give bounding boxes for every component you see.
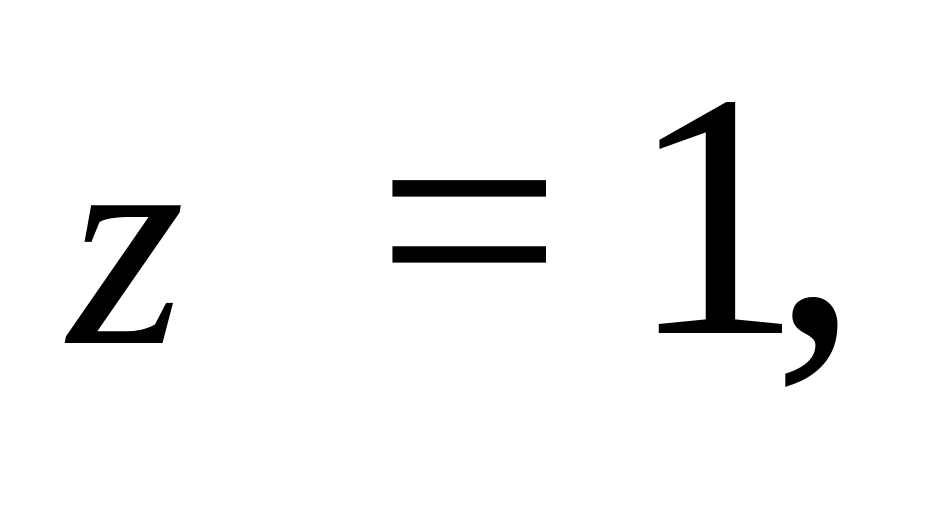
formula-variable: z (68, 76, 185, 408)
formula-equals-sign: = (376, 38, 563, 403)
formula-value: 1 (628, 21, 803, 409)
formula-comma: , (772, 21, 860, 409)
